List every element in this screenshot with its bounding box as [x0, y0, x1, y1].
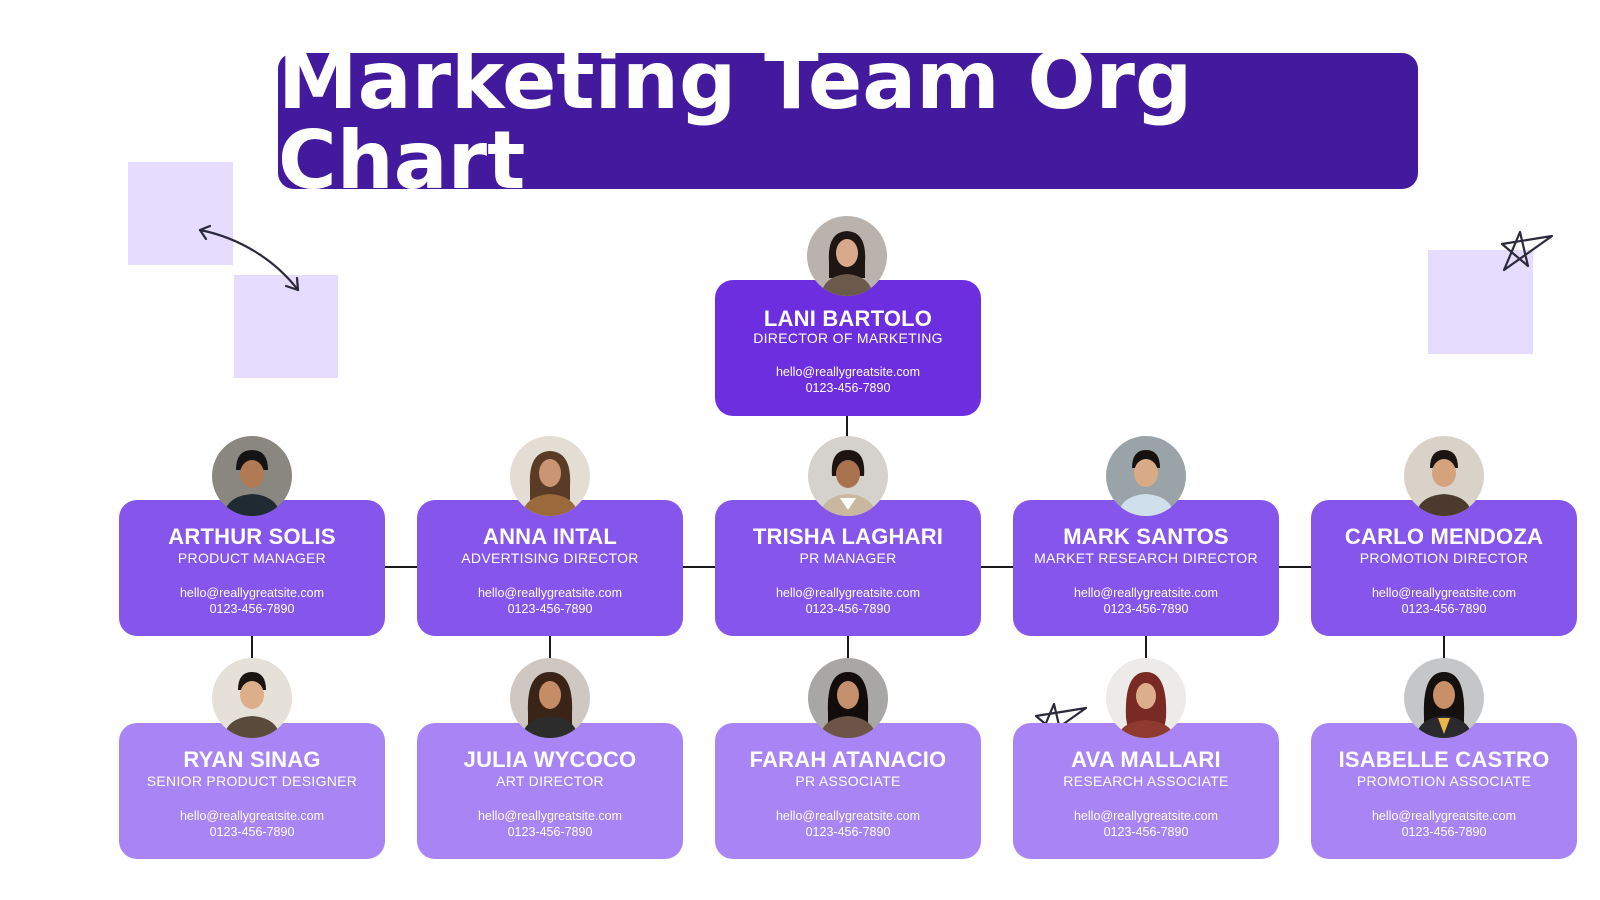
associate-card: RYAN SINAG SENIOR PRODUCT DESIGNER hello…: [119, 723, 385, 859]
person-name: TRISHA LAGHARI: [752, 524, 944, 549]
curved-double-arrow-icon: [198, 224, 300, 292]
avatar: [808, 436, 888, 516]
manager-card: MARK SANTOS MARKET RESEARCH DIRECTOR hel…: [1013, 500, 1279, 636]
person-role: ART DIRECTOR: [496, 773, 604, 789]
avatar: [1106, 658, 1186, 738]
avatar: [1404, 436, 1484, 516]
hand-drawn-star-icon: [1500, 230, 1554, 272]
person-name: ARTHUR SOLIS: [168, 524, 336, 549]
person-name: MARK SANTOS: [1063, 524, 1229, 549]
associate-card: AVA MALLARI RESEARCH ASSOCIATE hello@rea…: [1013, 723, 1279, 859]
person-photo-icon: [808, 436, 888, 516]
director-email[interactable]: hello@reallygreatsite.com: [775, 365, 920, 379]
person-role: PR ASSOCIATE: [795, 773, 901, 789]
person-phone: 0123-456-7890: [1103, 602, 1189, 616]
sticky-note-top-left: [128, 162, 233, 265]
avatar: [510, 436, 590, 516]
person-email[interactable]: hello@reallygreatsite.com: [179, 586, 324, 600]
person-email[interactable]: hello@reallygreatsite.com: [1073, 586, 1218, 600]
person-email[interactable]: hello@reallygreatsite.com: [775, 809, 920, 823]
person-phone: 0123-456-7890: [805, 825, 891, 839]
person-name: ANNA INTAL: [483, 524, 617, 549]
manager-card: ANNA INTAL ADVERTISING DIRECTOR hello@re…: [417, 500, 683, 636]
associate-card: FARAH ATANACIO PR ASSOCIATE hello@really…: [715, 723, 981, 859]
person-role: PROMOTION ASSOCIATE: [1356, 773, 1532, 789]
person-role: PRODUCT MANAGER: [177, 550, 327, 566]
associate-card: ISABELLE CASTRO PROMOTION ASSOCIATE hell…: [1311, 723, 1577, 859]
person-email[interactable]: hello@reallygreatsite.com: [179, 809, 324, 823]
person-role: ADVERTISING DIRECTOR: [461, 550, 639, 566]
avatar: [808, 658, 888, 738]
person-phone: 0123-456-7890: [1103, 825, 1189, 839]
sticky-note-right: [1428, 250, 1533, 354]
person-name: CARLO MENDOZA: [1344, 524, 1544, 549]
person-photo-icon: [510, 658, 590, 738]
person-photo-icon: [212, 658, 292, 738]
title-banner: Marketing Team Org Chart: [278, 41, 1418, 201]
person-email[interactable]: hello@reallygreatsite.com: [477, 809, 622, 823]
person-role: RESEARCH ASSOCIATE: [1063, 773, 1229, 789]
manager-card: TRISHA LAGHARI PR MANAGER hello@reallygr…: [715, 500, 981, 636]
person-email[interactable]: hello@reallygreatsite.com: [477, 586, 622, 600]
director-phone: 0123-456-7890: [805, 381, 891, 395]
person-name: JULIA WYCOCO: [463, 747, 637, 772]
avatar: [212, 436, 292, 516]
person-photo-icon: [1106, 436, 1186, 516]
person-photo-icon: [510, 436, 590, 516]
person-phone: 0123-456-7890: [1401, 602, 1487, 616]
avatar: [1106, 436, 1186, 516]
associate-card: JULIA WYCOCO ART DIRECTOR hello@reallygr…: [417, 723, 683, 859]
person-photo-icon: [807, 216, 887, 296]
person-email[interactable]: hello@reallygreatsite.com: [1371, 809, 1516, 823]
person-phone: 0123-456-7890: [507, 825, 593, 839]
person-phone: 0123-456-7890: [209, 825, 295, 839]
page-title: Marketing Team Org Chart: [278, 34, 1193, 207]
person-role: MARKET RESEARCH DIRECTOR: [1034, 550, 1258, 566]
director-card: LANI BARTOLO DIRECTOR OF MARKETING hello…: [715, 280, 981, 416]
avatar: [510, 658, 590, 738]
person-phone: 0123-456-7890: [805, 602, 891, 616]
person-photo-icon: [1404, 658, 1484, 738]
person-photo-icon: [1404, 436, 1484, 516]
person-name: RYAN SINAG: [183, 747, 321, 772]
person-role: PR MANAGER: [799, 550, 897, 566]
person-email[interactable]: hello@reallygreatsite.com: [1073, 809, 1218, 823]
person-phone: 0123-456-7890: [1401, 825, 1487, 839]
person-photo-icon: [212, 436, 292, 516]
person-name: AVA MALLARI: [1071, 747, 1221, 772]
person-name: FARAH ATANACIO: [749, 747, 947, 772]
person-photo-icon: [808, 658, 888, 738]
person-email[interactable]: hello@reallygreatsite.com: [1371, 586, 1516, 600]
manager-card: CARLO MENDOZA PROMOTION DIRECTOR hello@r…: [1311, 500, 1577, 636]
sticky-note-bottom-left: [234, 275, 338, 378]
manager-card: ARTHUR SOLIS PRODUCT MANAGER hello@reall…: [119, 500, 385, 636]
director-name: LANI BARTOLO: [763, 306, 933, 331]
person-phone: 0123-456-7890: [507, 602, 593, 616]
avatar: [1404, 658, 1484, 738]
person-photo-icon: [1106, 658, 1186, 738]
person-email[interactable]: hello@reallygreatsite.com: [775, 586, 920, 600]
director-role: DIRECTOR OF MARKETING: [753, 330, 943, 346]
person-phone: 0123-456-7890: [209, 602, 295, 616]
person-role: PROMOTION DIRECTOR: [1359, 550, 1529, 566]
person-name: ISABELLE CASTRO: [1338, 747, 1550, 772]
avatar: [212, 658, 292, 738]
person-role: SENIOR PRODUCT DESIGNER: [146, 773, 358, 789]
avatar: [807, 216, 887, 296]
